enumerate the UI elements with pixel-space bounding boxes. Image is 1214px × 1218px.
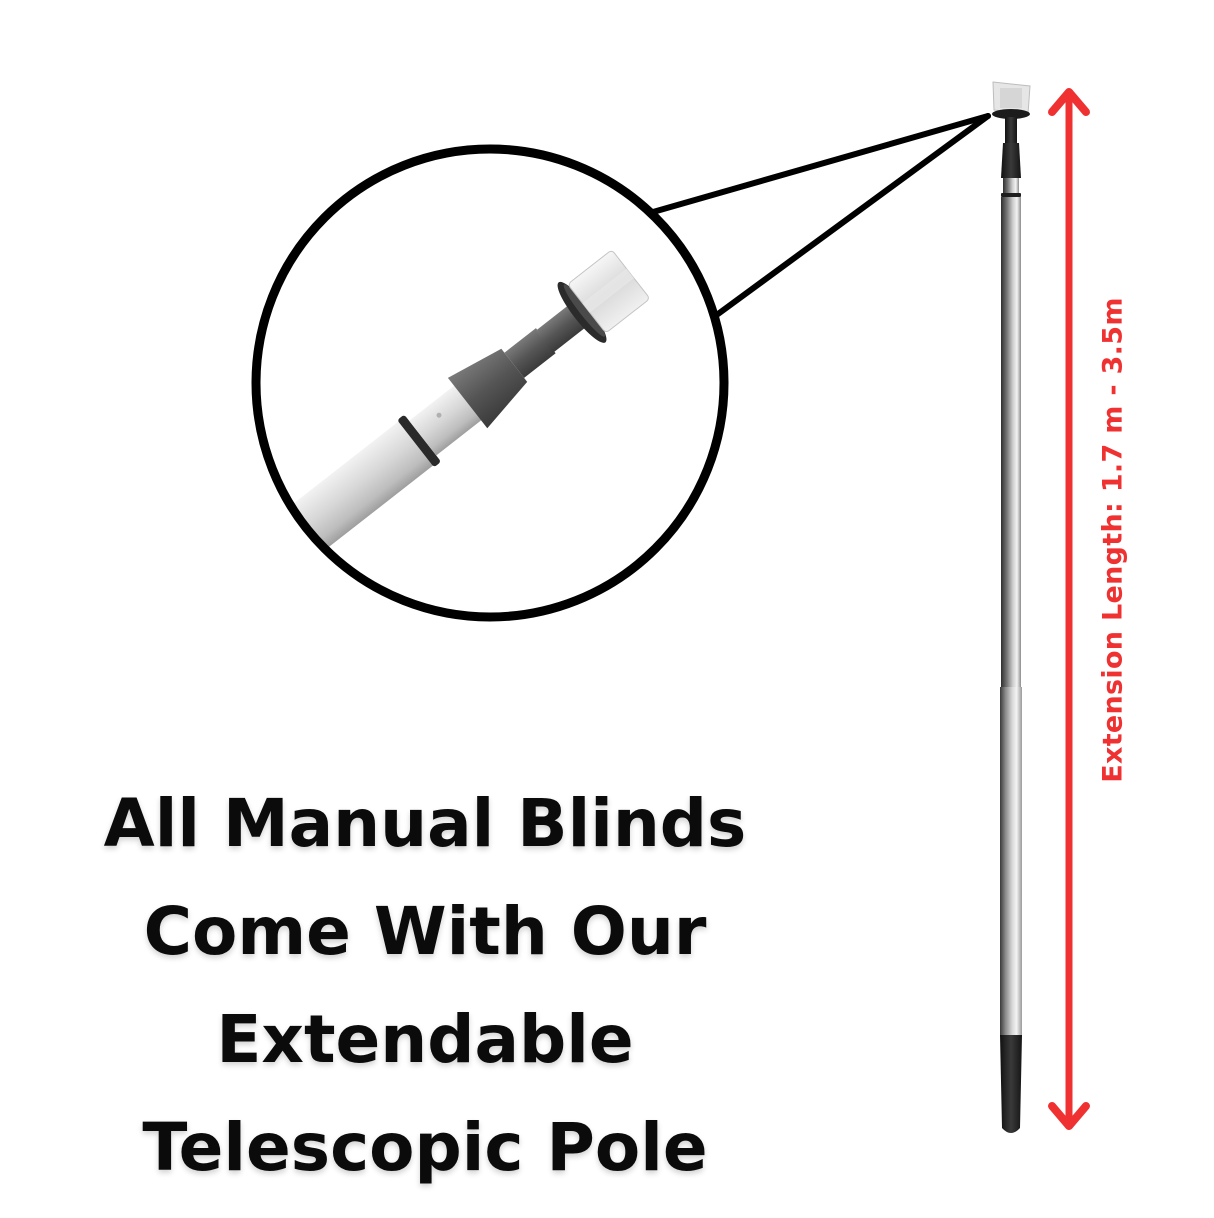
arrow-up-icon	[1048, 88, 1090, 116]
telescopic-pole	[992, 81, 1031, 1133]
headline-caption: All Manual Blinds Come With Our Extendab…	[40, 770, 810, 1202]
magnified-callout	[251, 113, 991, 622]
pole-grip	[1000, 1035, 1022, 1133]
caption-line-1: All Manual Blinds	[103, 785, 747, 862]
caption-line-4: Telescopic Pole	[142, 1109, 708, 1186]
arrow-down-icon	[1048, 1102, 1090, 1130]
extension-length-label: Extension Length: 1.7 m - 3.5m	[1097, 297, 1129, 783]
callout-line-lower	[715, 113, 991, 317]
caption-line-3: Extendable	[216, 1001, 634, 1078]
dimension-arrow	[1048, 88, 1090, 1130]
pole-upper-tube	[1001, 197, 1021, 687]
caption-line-2: Come With Our	[143, 893, 707, 970]
callout-circle	[251, 144, 729, 622]
pole-lower-tube	[1000, 687, 1022, 1037]
callout-line-upper	[650, 113, 991, 215]
